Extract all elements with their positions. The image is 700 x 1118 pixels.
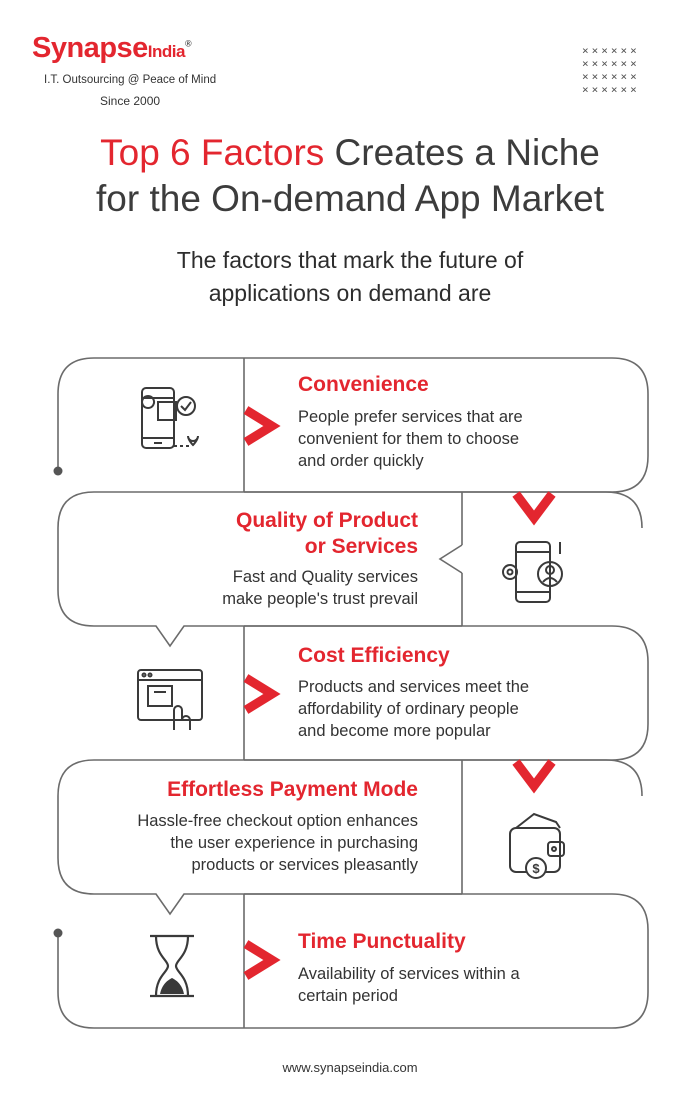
wallet-icon: $ <box>509 812 565 879</box>
factor-title: Effortless Payment Mode <box>167 778 418 801</box>
subtitle-line2: applications on demand are <box>208 280 492 306</box>
footer-url[interactable]: www.synapseindia.com <box>282 1060 418 1075</box>
factor-title: Time Punctuality <box>298 930 466 953</box>
brand-since: Since 2000 <box>100 94 161 108</box>
subtitle-line1: The factors that mark the future of <box>176 247 524 273</box>
brand-name: SynapseIndia® <box>32 32 192 64</box>
mobile-user-settings-icon <box>502 541 563 603</box>
brand-tagline: I.T. Outsourcing @ Peace of Mind <box>44 74 217 86</box>
x-pattern-decoration: ×××××××××××××××××××××××× <box>582 44 640 96</box>
title-rest: Creates a Niche <box>324 132 600 173</box>
browser-click-icon <box>137 669 203 730</box>
hourglass-icon <box>150 934 194 998</box>
factor-title: Convenience <box>298 373 429 396</box>
page-subtitle: The factors that mark the future of appl… <box>60 244 640 310</box>
factor-title: Cost Efficiency <box>298 644 450 667</box>
title-line2: for the On-demand App Market <box>96 178 604 219</box>
synapseindia-logo[interactable]: SynapseIndia® I.T. Outsourcing @ Peace o… <box>32 32 252 112</box>
mobile-location-icon <box>141 387 199 449</box>
title-highlight: Top 6 Factors <box>100 132 325 173</box>
page-title: Top 6 Factors Creates a Niche for the On… <box>20 130 680 222</box>
svg-text:$: $ <box>532 861 540 876</box>
